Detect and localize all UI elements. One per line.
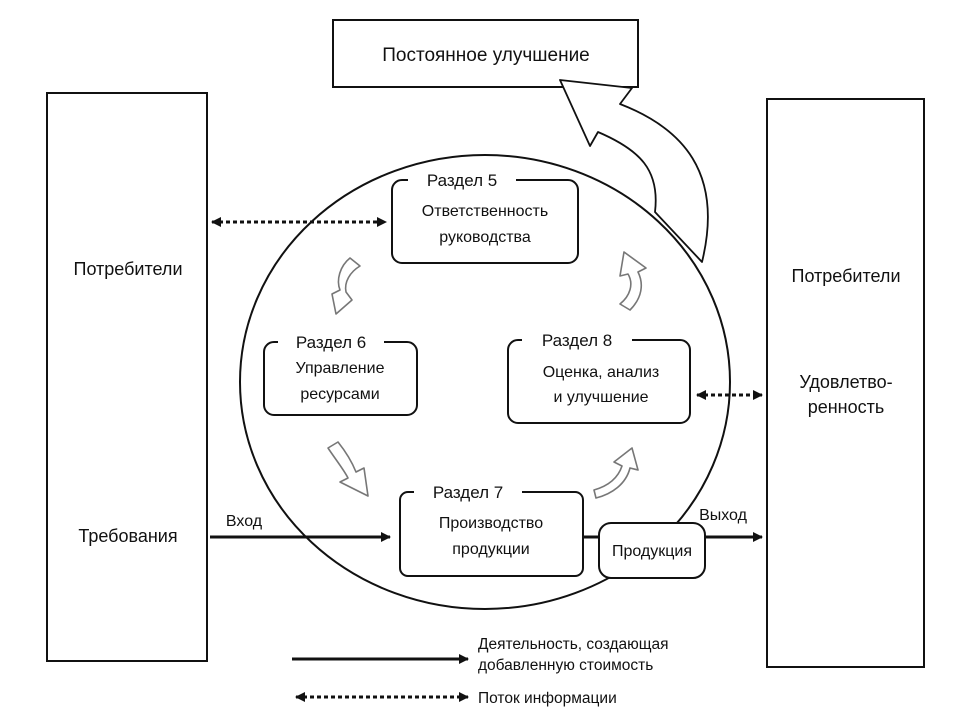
requirements-label: Требования <box>78 526 177 546</box>
section-5-line2: руководства <box>439 229 531 246</box>
right-customers-label: Потребители <box>792 266 901 286</box>
section-6-heading: Раздел 6 <box>296 333 366 352</box>
section-8-heading: Раздел 8 <box>542 331 612 350</box>
cycle-arrow-6-to-7 <box>327 441 369 497</box>
legend-info-flow-label: Поток информации <box>478 690 617 707</box>
section-5-line1: Ответственность <box>422 203 548 220</box>
improvement-box <box>332 19 639 88</box>
right-customers-panel <box>766 98 925 668</box>
legend-value-added-line2: добавленную стоимость <box>478 657 653 674</box>
section-6-line1: Управление <box>296 360 385 377</box>
product-box <box>598 522 706 579</box>
improvement-arrow <box>559 79 709 263</box>
left-customers-label: Потребители <box>74 259 183 279</box>
section-7-heading: Раздел 7 <box>433 483 503 502</box>
product-label: Продукция <box>612 543 692 560</box>
left-customers-panel <box>46 92 208 662</box>
legend-value-added-line1: Деятельность, создающая <box>478 636 669 653</box>
section-8-box <box>507 339 691 424</box>
section-7-line1: Производство <box>439 515 543 532</box>
satisfaction-label-line1: Удовлетво- <box>799 372 892 392</box>
section-7-line2: продукции <box>452 541 529 558</box>
improvement-label: Постоянное улучшение <box>382 45 590 66</box>
process-circle <box>239 154 731 610</box>
satisfaction-label-line2: ренность <box>808 397 885 417</box>
section-5-heading: Раздел 5 <box>427 171 497 190</box>
cycle-arrow-5-to-6 <box>331 257 361 315</box>
cycle-arrow-8-to-5 <box>619 251 647 311</box>
section-7-box <box>399 491 584 577</box>
section-8-line1: Оценка, анализ <box>543 364 660 381</box>
section-8-line2: и улучшение <box>553 389 648 406</box>
section-6-box <box>263 341 418 416</box>
section-5-box <box>391 179 579 264</box>
cycle-arrow-7-to-8 <box>593 447 639 499</box>
section-6-line2: ресурсами <box>300 386 379 403</box>
output-label: Выход <box>699 507 748 524</box>
input-label: Вход <box>226 513 263 530</box>
